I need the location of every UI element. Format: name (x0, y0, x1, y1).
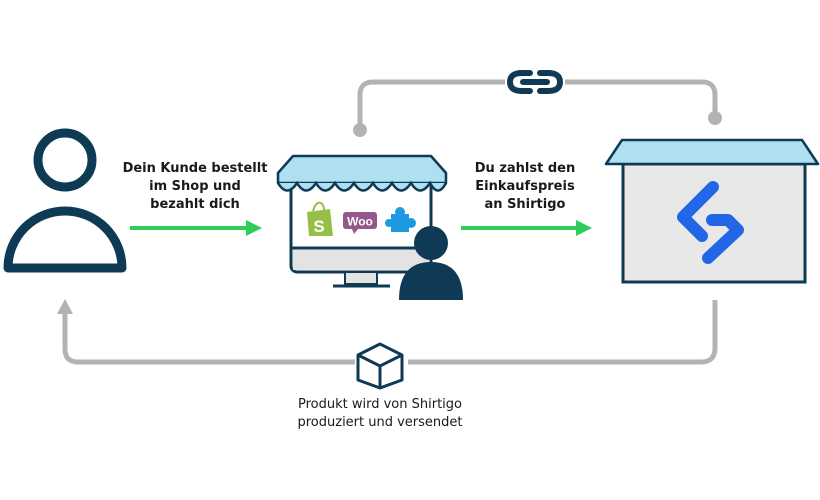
shopify-bag-icon: S (307, 201, 333, 236)
return-path-right (408, 300, 718, 365)
connector-dot-left (353, 123, 367, 137)
shirtigo-logo-icon (677, 181, 744, 264)
package-box-icon (356, 342, 404, 390)
puzzle-piece-icon (385, 207, 416, 232)
shop-owner-person-icon (399, 226, 463, 300)
arrow-payment (461, 220, 592, 236)
connector-top-right (565, 79, 718, 118)
label-line: bezahlt dich (150, 197, 240, 212)
svg-text:Woo: Woo (347, 215, 373, 229)
label-line: Dein Kunde bestellt (122, 161, 268, 176)
label-line: produziert und versendet (297, 415, 463, 430)
label-line: Einkaufspreis (475, 179, 575, 194)
woocommerce-icon: Woo (343, 212, 377, 234)
connector-dot-right (708, 111, 722, 125)
label-line: an Shirtigo (484, 197, 566, 212)
step-customer-order-label: Dein Kunde bestellt im Shop und bezahlt … (115, 160, 275, 214)
shop-awning-icon (276, 154, 448, 192)
return-arrow-head (57, 299, 73, 314)
arrow-order (130, 220, 262, 236)
customer-person-icon (3, 128, 127, 273)
link-icon (506, 70, 564, 94)
return-path-left (62, 312, 355, 365)
label-line: Produkt wird von Shirtigo (298, 397, 462, 412)
connector-top-left (357, 79, 505, 130)
label-line: Du zahlst den (474, 161, 576, 176)
step-pay-shirtigo-label: Du zahlst den Einkaufspreis an Shirtigo (455, 160, 595, 214)
step-production-label: Produkt wird von Shirtigo produziert und… (270, 396, 490, 432)
svg-text:S: S (313, 217, 324, 236)
label-line: im Shop und (149, 179, 241, 194)
